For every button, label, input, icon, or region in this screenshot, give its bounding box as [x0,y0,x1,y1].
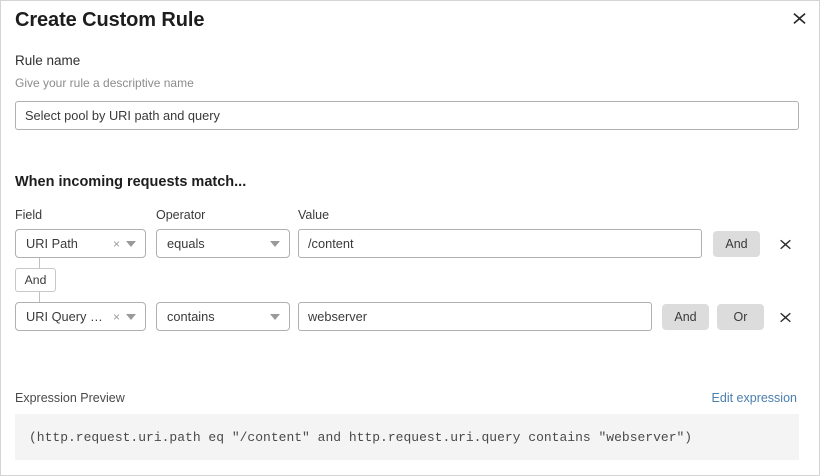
expression-preview-box: (http.request.uri.path eq "/content" and… [15,414,799,460]
chevron-down-icon [270,313,280,320]
rule-name-label: Rule name [15,53,81,68]
field-select-row-1-value: URI Path [26,236,78,251]
close-icon[interactable] [788,7,810,29]
chevron-down-icon [126,313,136,320]
close-icon-glyph [792,12,806,24]
delete-row-1-button[interactable] [774,233,796,255]
rule-name-sublabel: Give your rule a descriptive name [15,76,194,90]
field-select-row-1-clear-icon[interactable]: × [112,236,120,251]
page-title: Create Custom Rule [15,9,205,31]
field-select-row-1[interactable]: URI Path × [15,229,146,258]
operator-select-row-2[interactable]: contains [156,302,290,331]
connector-line-top [39,258,40,270]
delete-row-2-button[interactable] [774,306,796,328]
operator-select-row-1-value: equals [167,236,205,251]
operator-select-row-2-value: contains [167,309,215,324]
rule-name-input[interactable] [15,101,799,130]
field-select-row-2-clear-icon[interactable]: × [112,309,120,324]
value-input-row-1[interactable] [298,229,702,258]
column-header-value: Value [298,208,330,222]
field-select-row-2-value: URI Query St... [26,309,111,324]
close-icon-glyph [779,312,791,322]
group-connector-and-badge[interactable]: And [15,268,56,292]
column-header-field: Field [15,208,43,222]
edit-expression-link[interactable]: Edit expression [711,391,797,405]
match-section-heading: When incoming requests match... [15,174,247,190]
expression-preview-code: (http.request.uri.path eq "/content" and… [29,429,693,445]
chevron-down-icon [126,240,136,247]
and-button-row-1[interactable]: And [713,231,760,257]
connector-line-bottom [39,290,40,303]
and-button-row-2[interactable]: And [662,304,709,330]
chevron-down-icon [270,240,280,247]
column-header-operator: Operator [156,208,206,222]
expression-preview-label: Expression Preview [15,391,125,405]
close-icon-glyph [779,239,791,249]
or-button-row-2[interactable]: Or [717,304,764,330]
field-select-row-2[interactable]: URI Query St... × [15,302,146,331]
value-input-row-2[interactable] [298,302,652,331]
operator-select-row-1[interactable]: equals [156,229,290,258]
